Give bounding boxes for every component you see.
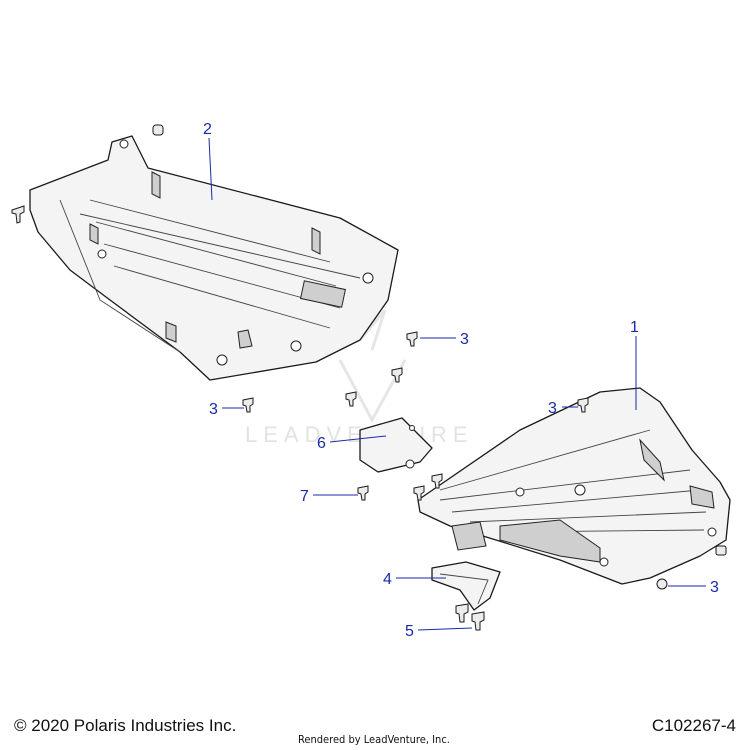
skid-plate-front: [417, 387, 731, 585]
cover-plate: [359, 417, 433, 473]
callout-1: 1: [630, 319, 639, 336]
callout-3b: 3: [209, 401, 218, 418]
fasteners: [11, 124, 727, 631]
skid-plate-rear: [29, 135, 399, 381]
callout-3a: 3: [460, 331, 469, 348]
watermark-text: LEADVENTURE: [245, 422, 474, 447]
diagram-part-number: C102267-4: [651, 716, 736, 735]
callouts: 2 3 3 1 3 6 7 4 3 5: [203, 121, 719, 640]
callout-3c: 3: [548, 400, 557, 417]
watermark: LEADVENTURE: [245, 298, 474, 447]
callout-7: 7: [300, 488, 309, 505]
bracket: [431, 561, 501, 611]
callout-4: 4: [383, 571, 392, 588]
callout-3d: 3: [710, 579, 719, 596]
callout-5: 5: [405, 623, 414, 640]
callout-6: 6: [317, 435, 326, 452]
copyright-text: © 2020 Polaris Industries Inc.: [14, 716, 237, 735]
rendered-by-text: Rendered by LeadVenture, Inc.: [298, 733, 450, 746]
callout-2: 2: [203, 121, 212, 138]
